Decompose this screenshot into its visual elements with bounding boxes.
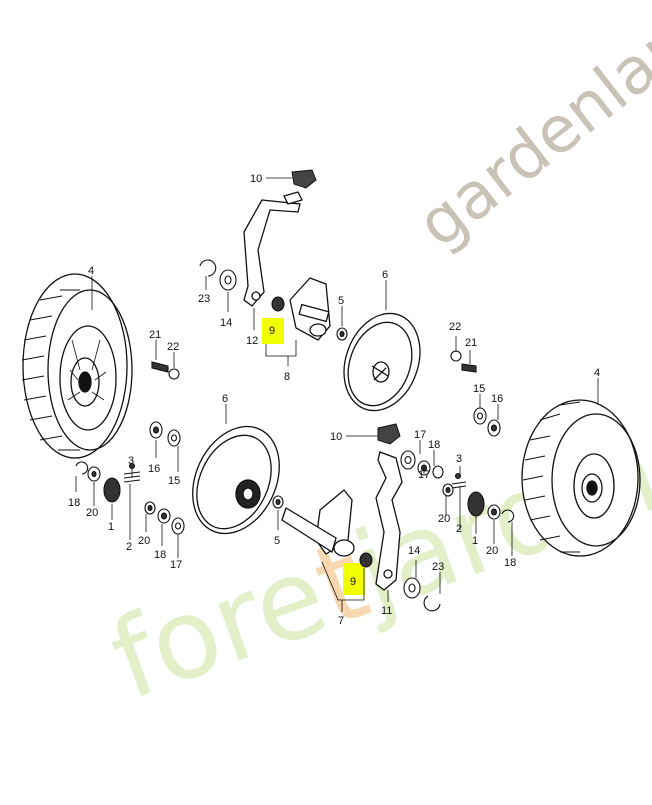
label-10-bottom: 10	[330, 431, 342, 443]
label-18-a: 18	[428, 439, 440, 451]
label-18-d: 18	[504, 557, 516, 569]
bottom-gear-disc	[192, 425, 280, 535]
label-3-left: 3	[128, 455, 134, 467]
label-5-bottom: 5	[274, 535, 280, 547]
top-axle-bracket	[289, 277, 331, 341]
label-22-left: 22	[167, 341, 179, 353]
label-6-bottom: 6	[222, 393, 228, 405]
label-20-d: 20	[486, 545, 498, 557]
label-11: 11	[381, 605, 392, 617]
label-4-right: 4	[594, 367, 600, 379]
part-number-labels: 10 4 6 23 5 14 9 21 22 12 21 22 4 8 15 6…	[68, 173, 600, 627]
label-2-left: 2	[126, 541, 132, 553]
label-17-left-top: 17	[418, 469, 430, 481]
label-3-right: 3	[456, 453, 462, 465]
label-20-a: 20	[86, 507, 98, 519]
label-20-b: 20	[438, 513, 450, 525]
label-23-bottom: 23	[432, 561, 444, 573]
highlight-box-bottom	[343, 563, 365, 595]
top-clip	[291, 169, 317, 189]
label-4-left: 4	[88, 265, 94, 277]
top-gear-disc	[343, 312, 421, 412]
label-16-right: 16	[491, 393, 503, 405]
label-20-c: 20	[138, 535, 150, 547]
label-8: 8	[284, 371, 290, 383]
label-2-right: 2	[456, 523, 462, 535]
label-18-c: 18	[154, 549, 166, 561]
label-15-right: 15	[473, 383, 485, 395]
bottom-lever-arm	[375, 451, 403, 591]
label-6-top: 6	[382, 269, 388, 281]
label-7: 7	[338, 615, 344, 627]
label-14-top: 14	[220, 317, 232, 329]
label-5-top: 5	[338, 295, 344, 307]
label-10-top: 10	[250, 173, 262, 185]
right-wheel	[521, 399, 641, 557]
top-lever-arm	[243, 191, 303, 307]
label-1-left: 1	[108, 521, 114, 533]
label-14-bottom: 14	[408, 545, 420, 557]
label-18-b: 18	[68, 497, 80, 509]
hardware-small-parts	[75, 259, 515, 612]
label-15-left: 15	[168, 475, 180, 487]
leader-lines	[75, 177, 599, 612]
label-21-right: 21	[465, 337, 477, 349]
label-22-right: 22	[449, 321, 461, 333]
bottom-clip	[377, 423, 401, 445]
label-21-left: 21	[149, 329, 161, 341]
label-1-right: 1	[472, 535, 478, 547]
left-wheel	[21, 273, 133, 459]
label-17-left: 17	[170, 559, 182, 571]
label-9-bottom: 9	[350, 576, 356, 588]
label-17-mid: 17	[414, 429, 426, 441]
highlight-box-top	[262, 318, 284, 344]
label-9-top: 9	[269, 325, 275, 337]
watermark-bottom-a: fore	[95, 530, 342, 724]
label-16-left: 16	[148, 463, 160, 475]
bottom-axle-bracket	[281, 489, 355, 557]
label-23-top: 23	[198, 293, 210, 305]
label-12: 12	[246, 335, 258, 347]
watermark-top: gardenlandlin.com	[404, 0, 652, 263]
